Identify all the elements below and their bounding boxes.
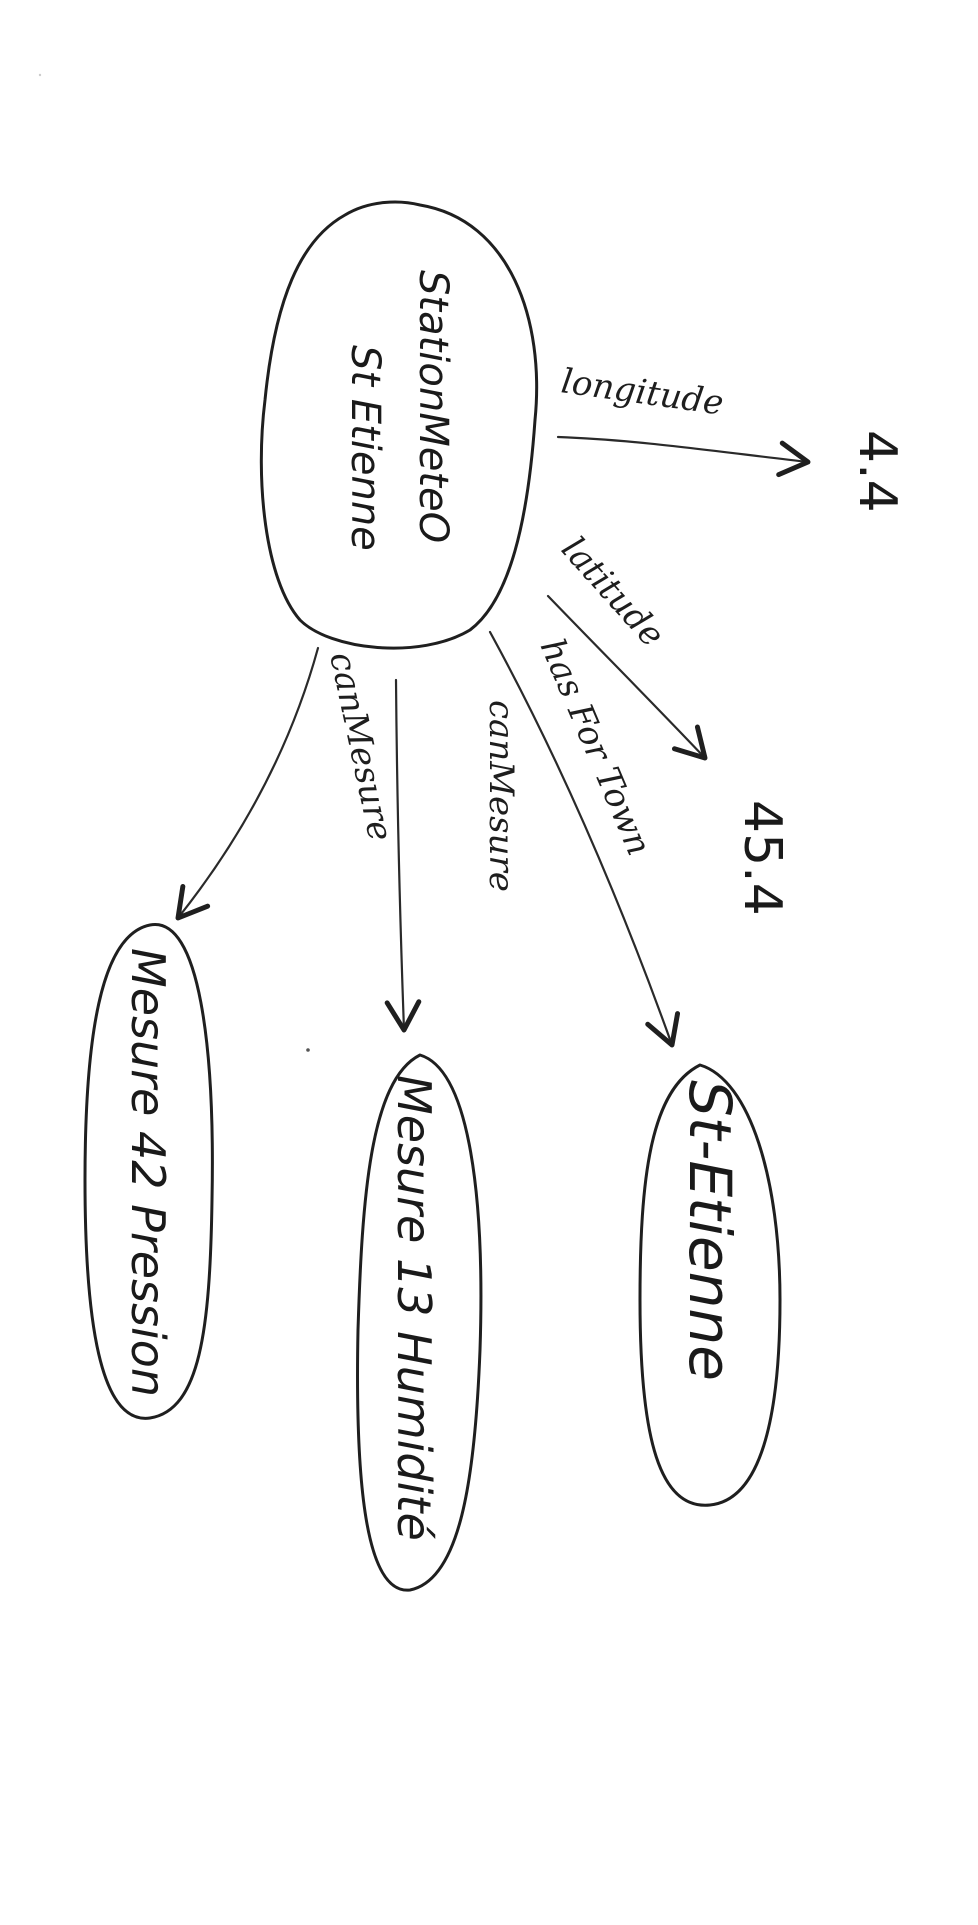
node-mesure13: Mesure 13 Humidité	[356, 1053, 483, 1592]
node-mesure42: Mesure 42 Pression	[83, 923, 214, 1420]
node-station-shape	[259, 200, 539, 650]
node-station-line1: StationMeteO	[410, 270, 456, 543]
node-mesure13-shape	[356, 1053, 483, 1592]
edge-can-mesure-1-line	[175, 646, 320, 921]
edge-has-for-town-label: has For Town	[532, 633, 659, 861]
node-mesure13-label: Mesure 13 Humidité	[387, 1075, 441, 1541]
node-mesure42-label: Mesure 42 Pression	[121, 948, 175, 1397]
edge-longitude: longitude	[556, 361, 811, 478]
paper-speck	[38, 73, 42, 77]
edge-latitude-label: latitude	[553, 529, 672, 655]
edge-can-mesure-1: canMesure	[175, 646, 400, 921]
edge-can-mesure-2-line	[384, 678, 422, 1033]
node-st-etienne-label: St-Etienne	[676, 1080, 744, 1381]
node-st-etienne: St-Etienne	[638, 1063, 782, 1507]
edge-can-mesure-1-label: canMesure	[321, 649, 400, 845]
node-station: StationMeteO St Etienne	[259, 200, 539, 650]
edge-can-mesure-2: canMesure	[384, 678, 521, 1033]
value-latitude: 45.4	[732, 800, 792, 916]
edge-can-mesure-2-label: canMesure	[481, 700, 521, 892]
edge-longitude-line	[556, 435, 811, 478]
value-longitude: 4.4	[847, 430, 907, 513]
node-st-etienne-shape	[638, 1063, 782, 1507]
node-station-line2: St Etienne	[342, 345, 388, 551]
paper-speck	[306, 1048, 310, 1052]
edge-has-for-town-line	[488, 630, 681, 1048]
node-mesure42-shape	[83, 923, 214, 1420]
edge-longitude-label: longitude	[559, 361, 726, 423]
edge-latitude-line	[546, 594, 708, 761]
